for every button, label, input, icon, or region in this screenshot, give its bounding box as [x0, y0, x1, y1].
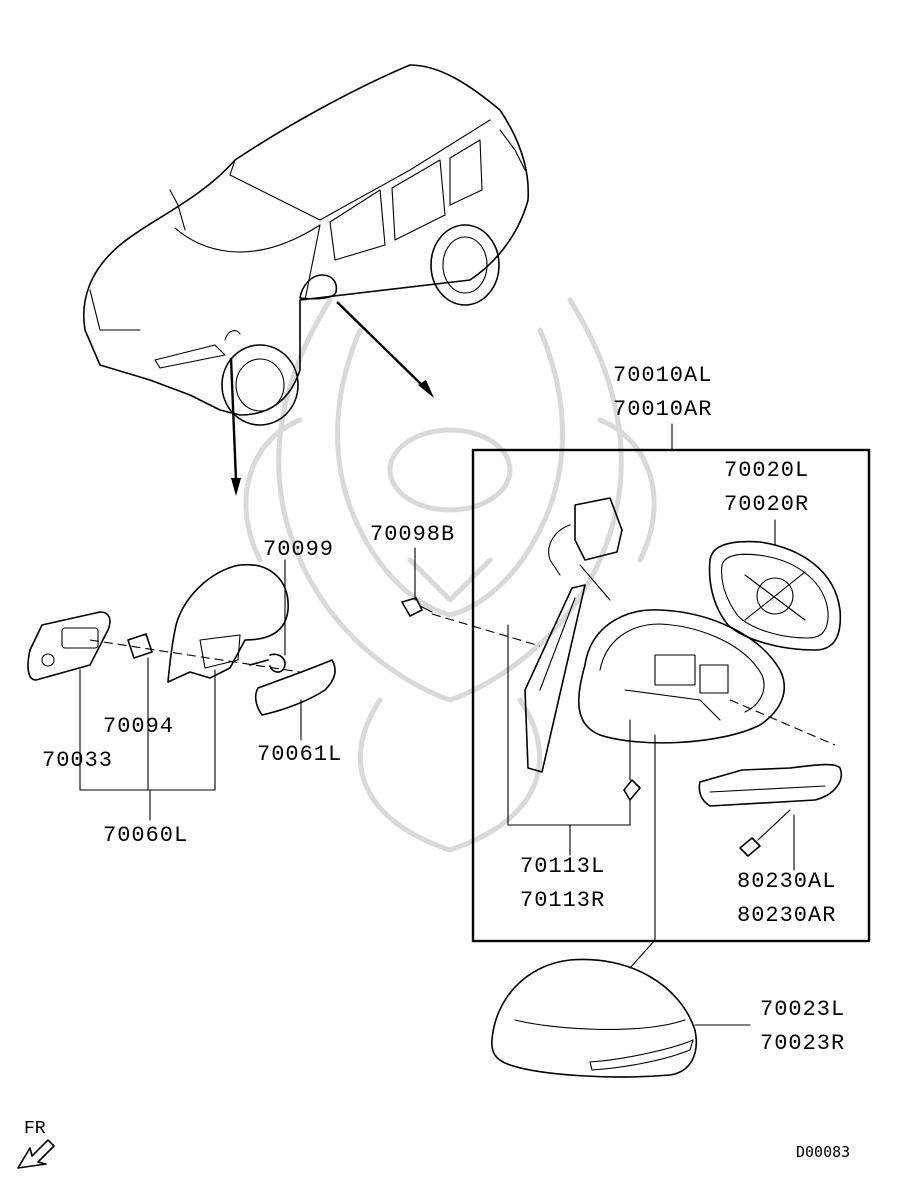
- label-mirror-glass-left: 70020L: [724, 458, 810, 483]
- label-gasket-right: 70113R: [520, 888, 606, 913]
- label-mirror-assy-right: 70010AR: [613, 397, 713, 422]
- label-screw-70099: 70099: [263, 537, 335, 562]
- mirror-cap-70023-drawing: [491, 939, 751, 1078]
- left-assembly: [27, 559, 336, 821]
- label-gasket-left: 70113L: [520, 854, 606, 879]
- label-part-70033: 70033: [42, 748, 114, 773]
- front-direction-arrow: [17, 1139, 55, 1169]
- label-cover-70061l: 70061L: [257, 742, 343, 767]
- bolt-70098b-drawing: [401, 547, 541, 647]
- label-mirror-glass-right: 70020R: [724, 492, 810, 517]
- drawing-code: D00083: [796, 1143, 851, 1161]
- label-cap-left: 70023L: [760, 997, 846, 1022]
- label-cap-right: 70023R: [760, 1031, 846, 1056]
- label-part-70094: 70094: [103, 714, 175, 739]
- mirror-assembly-box: [471, 423, 871, 943]
- callout-arrows: [229, 301, 434, 496]
- front-direction-label: FR: [24, 1119, 46, 1139]
- label-lamp-right: 80230AR: [737, 903, 837, 928]
- label-lamp-left: 80230AL: [737, 869, 837, 894]
- vehicle-outline: [82, 64, 530, 426]
- label-base-70060l: 70060L: [103, 823, 189, 848]
- label-mirror-assy-left: 70010AL: [613, 363, 713, 388]
- watermark-emblem: [243, 297, 657, 853]
- label-bolt-70098b: 70098B: [370, 522, 456, 547]
